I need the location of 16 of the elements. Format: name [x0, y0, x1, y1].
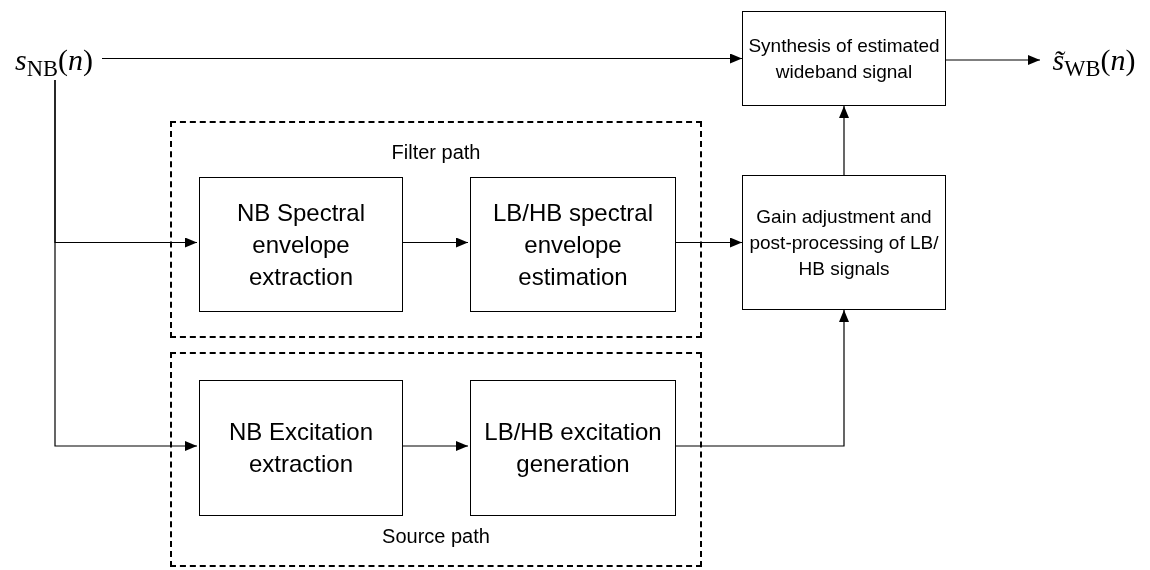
arrow	[101, 53, 743, 64]
arrow	[839, 105, 849, 176]
process-box: LB/HB spectral envelope estimation	[470, 177, 676, 312]
block-label: Filter path	[391, 140, 481, 165]
dashed-group	[170, 121, 702, 338]
process-box: NB Spectral envelope extraction	[199, 177, 403, 312]
process-box: Gain adjustment and post-processing of LB/ HB signals	[742, 175, 946, 310]
process-box: Synthesis of estimated wideband signal	[742, 11, 946, 106]
signal-label: s̃$_{WB}$(n)	[1052, 45, 1136, 75]
process-box: LB/HB excitation generation	[470, 380, 676, 516]
process-box: NB Excitation extraction	[199, 380, 403, 516]
signal-label: s$_{NB}$(n)	[15, 45, 93, 75]
arrow	[54, 79, 198, 451]
arrow	[945, 55, 1041, 65]
dashed-group	[170, 352, 702, 567]
block-label: Source path	[382, 524, 490, 549]
